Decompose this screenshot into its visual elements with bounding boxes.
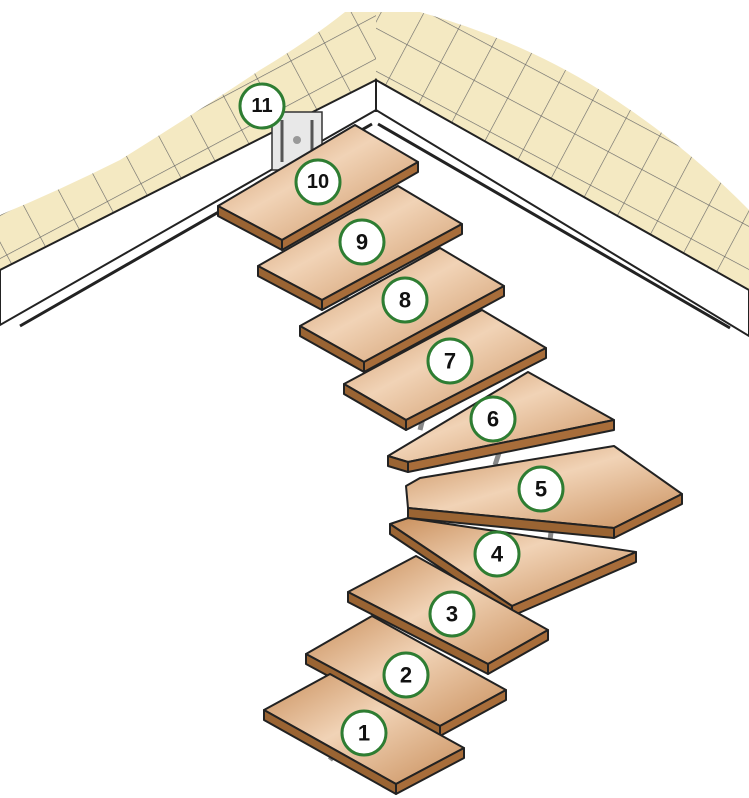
- step-badges: 1 2 3 4 5 6 7 8: [238, 82, 565, 757]
- step-badge-9: 9: [338, 218, 386, 266]
- step-badge-10: 10: [294, 158, 342, 206]
- step-badge-8: 8: [381, 276, 429, 324]
- step-badge-2: 2: [382, 651, 430, 699]
- floor-right-wing: [376, 12, 749, 290]
- step-label-5: 5: [535, 477, 547, 502]
- step-badge-3: 3: [428, 590, 476, 638]
- step-label-1: 1: [358, 721, 370, 746]
- step-label-3: 3: [446, 602, 458, 627]
- step-label-9: 9: [356, 230, 368, 255]
- step-label-2: 2: [400, 663, 412, 688]
- step-label-4: 4: [491, 542, 504, 567]
- step-label-11: 11: [251, 95, 272, 117]
- step-badge-7: 7: [426, 337, 474, 385]
- step-badge-4: 4: [473, 530, 521, 578]
- step-label-6: 6: [487, 407, 499, 432]
- step-label-8: 8: [399, 288, 411, 313]
- step-label-7: 7: [444, 349, 456, 374]
- step-badge-6: 6: [469, 395, 517, 443]
- step-badge-11: 11: [238, 82, 286, 130]
- step-label-10: 10: [307, 171, 329, 193]
- floor-left-wing: [0, 12, 376, 270]
- upper-floor: [0, 12, 749, 290]
- step-badge-5: 5: [517, 465, 565, 513]
- step-badge-1: 1: [340, 709, 388, 757]
